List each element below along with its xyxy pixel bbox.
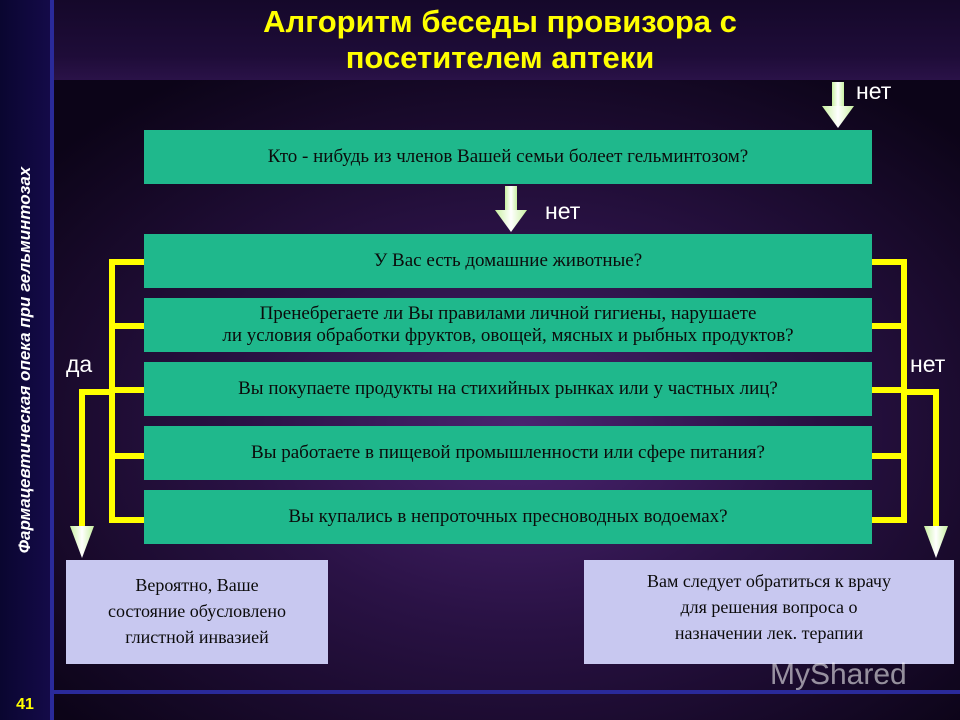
down-arrow-icon: [70, 526, 94, 558]
down-arrow-icon: [495, 186, 527, 232]
watermark-logo: MyShared: [770, 658, 907, 691]
bottom-divider: [54, 690, 960, 694]
result-text: Вам следует обратиться к врачу: [647, 571, 891, 591]
slide-title-line-2: посетителем аптеки: [345, 40, 655, 75]
question-box-pets: У Вас есть домашние животные?: [144, 234, 872, 288]
question-text: ли условия обработки фруктов, овощей, мя…: [222, 325, 794, 346]
result-box-no: Вам следует обратиться к врачу для решен…: [584, 560, 954, 664]
result-text: глистной инвазией: [125, 627, 269, 647]
question-text: Пренебрегаете ли Вы правилами личной гиг…: [259, 303, 757, 324]
label-no-middle: нет: [545, 198, 581, 224]
result-text: состояние обусловлено: [107, 601, 287, 621]
question-text: Вы купались в непроточных пресноводных в…: [288, 506, 728, 527]
question-text: Кто - нибудь из членов Вашей семьи более…: [267, 146, 749, 167]
question-box-food-industry: Вы работаете в пищевой промышленности ил…: [144, 426, 872, 480]
down-arrow-icon: [822, 82, 854, 128]
label-no-right: нет: [910, 351, 946, 377]
slide-title-line-1: Алгоритм беседы провизора с: [263, 4, 737, 39]
result-box-yes: Вероятно, Ваше состояние обусловлено гли…: [66, 560, 328, 664]
question-text: У Вас есть домашние животные?: [373, 250, 643, 271]
question-box-family: Кто - нибудь из членов Вашей семьи более…: [144, 130, 872, 184]
right-connector-no: [872, 259, 939, 528]
title-band: [0, 0, 960, 80]
question-text: Вы работаете в пищевой промышленности ил…: [251, 442, 765, 463]
result-text: для решения вопроса о: [680, 597, 858, 617]
label-yes-left: да: [66, 351, 93, 377]
question-box-markets: Вы покупаете продукты на стихийных рынка…: [144, 362, 872, 416]
label-no-top: нет: [856, 78, 892, 104]
page-number: 41: [16, 696, 34, 713]
slide-title: Алгоритм беседы провизора с посетителем …: [120, 4, 880, 76]
down-arrow-icon: [924, 526, 948, 558]
question-box-hygiene: Пренебрегаете ли Вы правилами личной гиг…: [144, 298, 872, 352]
left-connector-yes: [79, 259, 144, 528]
result-text: Вероятно, Ваше: [135, 575, 259, 595]
question-text: Вы покупаете продукты на стихийных рынка…: [238, 378, 778, 399]
result-text: назначении лек. терапии: [674, 623, 864, 643]
question-box-swimming: Вы купались в непроточных пресноводных в…: [144, 490, 872, 544]
left-sidebar-strip: Фармацевтическая опека при гельминтозах: [0, 0, 54, 720]
